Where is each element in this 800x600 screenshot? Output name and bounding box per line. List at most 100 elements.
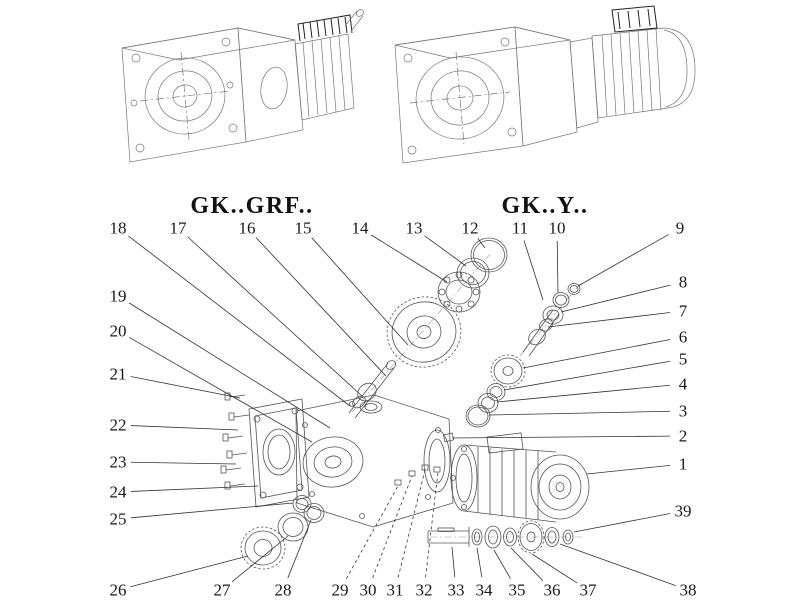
leader-line-2 <box>451 435 671 439</box>
model-label-y: GK..Y.. <box>502 193 589 219</box>
callout-6: 6 <box>679 328 688 347</box>
key-plug <box>442 432 455 443</box>
callout-29: 29 <box>332 581 349 600</box>
gear-housing <box>295 394 454 528</box>
mounting-screws <box>220 392 250 490</box>
callout-14: 14 <box>352 219 370 238</box>
leader-line-39 <box>573 513 671 533</box>
callout-26: 26 <box>110 581 127 600</box>
leader-line-22 <box>130 425 239 431</box>
leader-line-38 <box>559 543 676 586</box>
model-label-grf: GK..GRF.. <box>190 193 313 219</box>
leader-line-6 <box>522 339 671 369</box>
leader-line-3 <box>488 410 671 416</box>
pinion-shaft-set <box>522 283 581 357</box>
leader-line-7 <box>547 312 671 328</box>
callout-17: 17 <box>170 219 188 238</box>
callout-33: 33 <box>448 581 465 600</box>
callout-35: 35 <box>509 581 526 600</box>
leader-line-20 <box>129 337 313 443</box>
leader-line-19 <box>128 302 331 429</box>
callout-4: 4 <box>679 375 688 394</box>
callout-20: 20 <box>110 322 127 341</box>
callout-34: 34 <box>476 581 494 600</box>
bearing-14 <box>437 271 481 313</box>
leader-line-9 <box>577 234 669 287</box>
callout-30: 30 <box>360 581 377 600</box>
leader-line-11 <box>523 240 544 301</box>
callout-32: 32 <box>416 581 433 600</box>
callout-8: 8 <box>679 273 688 292</box>
axis-lines <box>351 251 585 538</box>
leader-line-25 <box>130 502 294 519</box>
callout-23: 23 <box>110 453 127 472</box>
leader-line-37 <box>531 553 578 584</box>
leader-line-10 <box>556 240 559 294</box>
leader-line-16 <box>255 237 387 377</box>
callout-16: 16 <box>239 219 256 238</box>
callout-24: 24 <box>110 483 128 502</box>
callout-12: 12 <box>462 219 479 238</box>
callout-18: 18 <box>110 219 127 238</box>
leader-line-26 <box>130 555 249 588</box>
leader-line-31 <box>397 469 426 578</box>
callout-5: 5 <box>679 350 688 369</box>
motor-body <box>591 27 696 119</box>
leader-line-14 <box>370 234 448 283</box>
gearbox-drawing-y <box>394 5 696 164</box>
leader-line-17 <box>187 236 363 397</box>
motor-terminal-box <box>611 5 658 33</box>
leader-line-34 <box>476 547 483 578</box>
leader-line-30 <box>372 475 413 579</box>
mid-gear-set <box>465 354 526 428</box>
large-gear <box>386 296 462 368</box>
callout-15: 15 <box>295 219 312 238</box>
housing-fasteners <box>394 464 441 486</box>
callout-13: 13 <box>406 219 423 238</box>
callout-10: 10 <box>549 219 566 238</box>
leader-line-1 <box>586 464 671 475</box>
leader-line-33 <box>451 546 456 578</box>
callout-2: 2 <box>679 427 688 446</box>
callout-11: 11 <box>512 219 528 238</box>
leader-line-32 <box>425 471 439 578</box>
callout-1: 1 <box>679 455 688 474</box>
callout-7: 7 <box>679 302 688 321</box>
leader-line-18 <box>128 235 351 407</box>
input-shaft <box>348 360 397 419</box>
leader-line-35 <box>493 549 511 579</box>
callout-3: 3 <box>679 402 688 421</box>
leader-line-15 <box>311 237 409 346</box>
callout-36: 36 <box>544 581 561 600</box>
retaining-rings <box>456 237 508 289</box>
callout-28: 28 <box>275 581 292 600</box>
callout-19: 19 <box>110 287 127 306</box>
exploded-view <box>220 237 590 570</box>
leader-line-36 <box>510 547 544 581</box>
flange-plate <box>248 398 310 508</box>
callout-39: 39 <box>675 502 692 521</box>
callout-37: 37 <box>580 581 598 600</box>
leader-line-12 <box>477 238 486 249</box>
leader-line-23 <box>130 461 237 465</box>
leader-line-28 <box>287 519 312 579</box>
leader-line-24 <box>130 485 259 492</box>
callout-25: 25 <box>110 510 127 529</box>
output-shaft-assembly <box>427 520 574 554</box>
leader-line-13 <box>424 235 467 267</box>
callout-38: 38 <box>680 581 697 600</box>
callout-9: 9 <box>676 219 685 238</box>
gearbox-drawing-grf <box>121 9 365 163</box>
motor-exploded <box>450 432 590 523</box>
callout-31: 31 <box>387 581 404 600</box>
leader-line-27 <box>231 535 289 583</box>
leader-line-8 <box>560 284 671 313</box>
leader-line-21 <box>130 376 241 399</box>
callout-27: 27 <box>214 581 232 600</box>
leader-line-5 <box>503 360 671 391</box>
leader-line-4 <box>496 384 671 403</box>
input-fan-cover <box>297 14 353 42</box>
